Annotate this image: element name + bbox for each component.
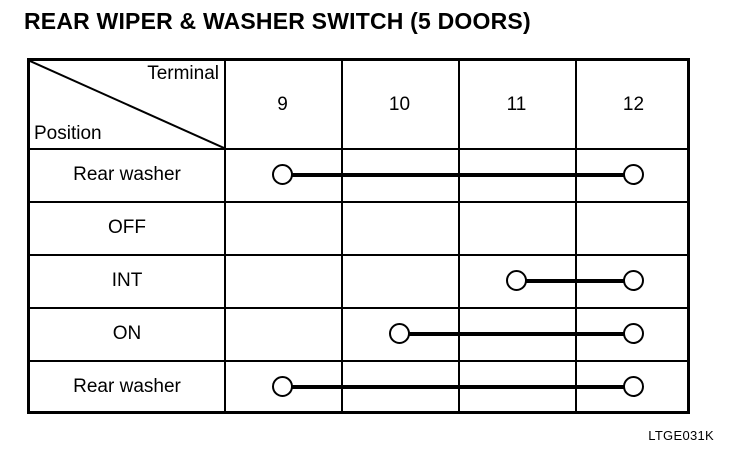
row-separator [30, 148, 687, 150]
position-row-label: Rear washer [73, 163, 181, 185]
continuity-wire [516, 278, 634, 283]
row-separator [30, 307, 687, 309]
terminal-header-10: 10 [388, 93, 411, 115]
terminal-node-10 [389, 323, 410, 344]
column-separator [224, 61, 226, 411]
column-separator [341, 61, 343, 411]
continuity-wire [282, 172, 634, 177]
terminal-node-9 [272, 164, 293, 185]
terminal-node-11 [506, 270, 527, 291]
terminal-header-9: 9 [277, 93, 288, 115]
position-row-label: ON [112, 322, 142, 344]
column-separator [458, 61, 460, 411]
position-row-label: INT [111, 269, 143, 291]
continuity-wire [399, 331, 634, 336]
terminal-node-12 [623, 323, 644, 344]
terminal-node-9 [272, 376, 293, 397]
position-row-label: Rear washer [73, 375, 181, 397]
page-title: REAR WIPER & WASHER SWITCH (5 DOORS) [24, 8, 531, 34]
figure-caption: LTGE031K [648, 428, 714, 443]
row-separator [30, 201, 687, 203]
terminal-header-11: 11 [506, 93, 527, 115]
row-separator [30, 360, 687, 362]
terminal-node-12 [623, 164, 644, 185]
corner-header-cell: Terminal Position [30, 61, 224, 148]
continuity-wire [282, 384, 634, 389]
row-separator [30, 254, 687, 256]
corner-position-label: Position [34, 123, 102, 144]
column-separator [575, 61, 577, 411]
terminal-header-12: 12 [622, 93, 645, 115]
terminal-node-12 [623, 270, 644, 291]
diagonal-divider-icon [30, 61, 224, 148]
terminal-node-12 [623, 376, 644, 397]
corner-terminal-label: Terminal [147, 63, 219, 84]
position-row-label: OFF [108, 216, 146, 238]
